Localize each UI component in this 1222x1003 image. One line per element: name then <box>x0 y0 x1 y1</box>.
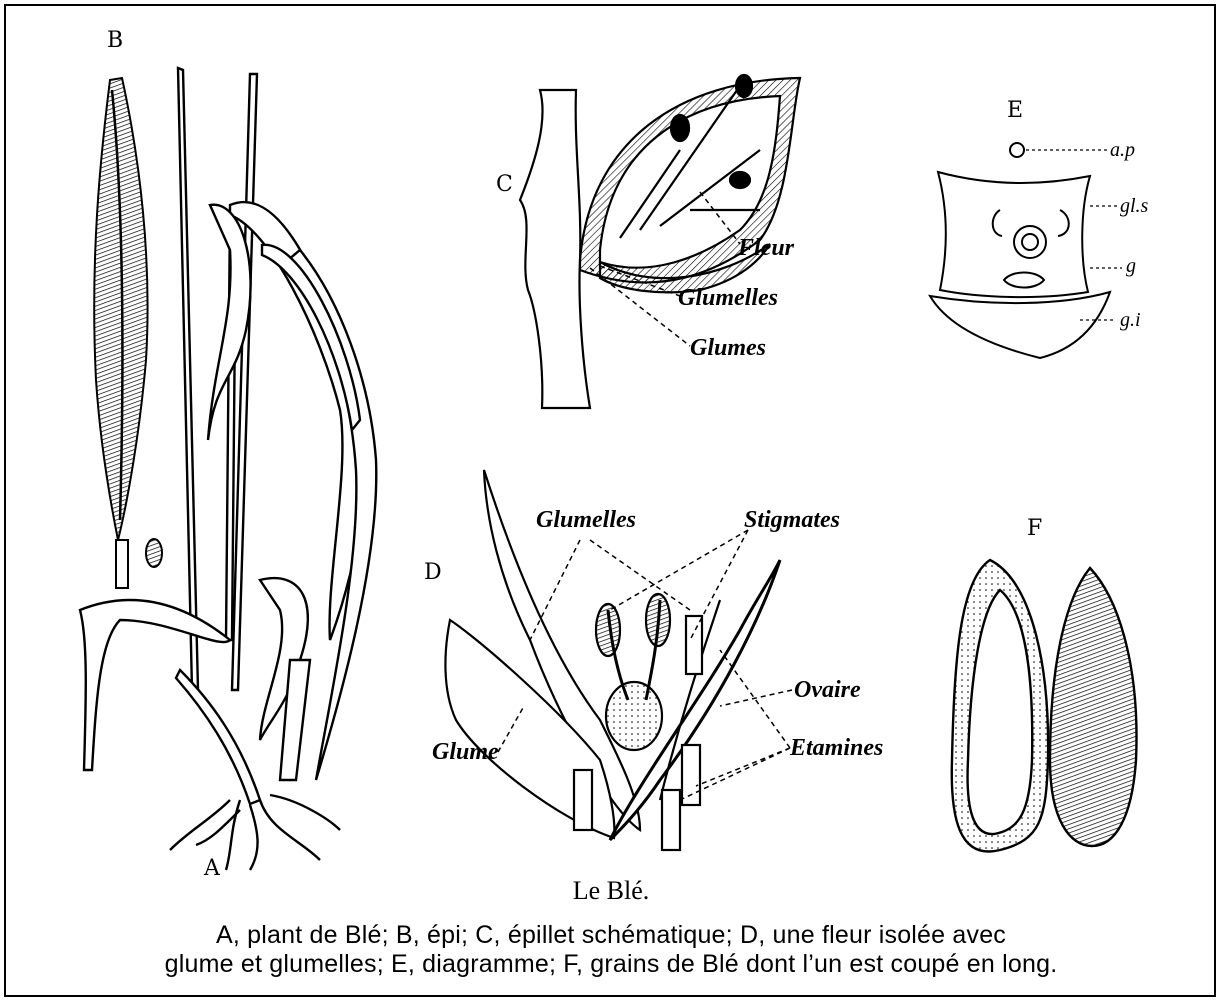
label-g: g <box>1126 256 1136 276</box>
panel-label-d: D <box>424 562 442 584</box>
label-glume: Glume <box>432 740 499 764</box>
ear-spike-drawing <box>94 78 162 588</box>
label-stigmates: Stigmates <box>744 508 840 532</box>
wheat-grains-drawing <box>952 560 1137 852</box>
label-glumelles-c: Glumelles <box>678 286 778 310</box>
panel-label-c: C <box>496 174 513 196</box>
caption-line-2: glume et glumelles; E, diagramme; F, gra… <box>0 950 1222 979</box>
floral-diagram <box>930 143 1122 358</box>
label-gi: g.i <box>1120 310 1141 330</box>
panel-label-e: E <box>1007 100 1023 122</box>
label-ovaire: Ovaire <box>794 678 861 702</box>
caption-line-1: A, plant de Blé; B, épi; C, épillet sché… <box>0 921 1222 950</box>
label-glumes: Glumes <box>690 336 766 360</box>
panel-label-b: B <box>107 30 123 52</box>
label-gls: gl.s <box>1120 196 1148 216</box>
label-etamines: Etamines <box>790 736 883 760</box>
panel-label-f: F <box>1027 518 1042 540</box>
label-fleur: Fleur <box>738 236 794 260</box>
label-glumelles-d: Glumelles <box>536 508 636 532</box>
label-ap: a.p <box>1110 140 1135 160</box>
figure-title: Le Blé. <box>0 876 1222 906</box>
